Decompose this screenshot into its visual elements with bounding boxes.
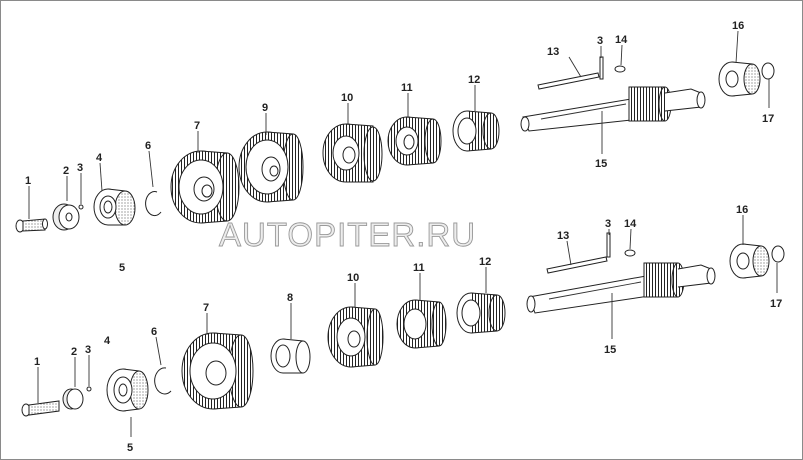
- lower-label-8: 8: [287, 292, 293, 304]
- lower-label-15: 15: [604, 344, 616, 356]
- lower-assembly: 1 2 3 4 5 6 7 8 10 11 12 13 3 14 15 16 1…: [21, 204, 785, 454]
- watermark-text: AUTOPITER.RU: [219, 216, 476, 253]
- lower-label-4: 4: [104, 335, 111, 347]
- upper-label-9: 9: [262, 102, 268, 114]
- upper-pin-3b-part: [599, 56, 604, 80]
- upper-gear-11-part: [387, 116, 442, 166]
- lower-washer-part: [62, 388, 84, 410]
- lower-gear-10-part: [327, 306, 384, 368]
- lower-gear-7-part: [181, 332, 254, 410]
- lower-label-10: 10: [347, 272, 359, 284]
- upper-label-7: 7: [194, 120, 200, 132]
- lower-bolt-part: [21, 400, 60, 417]
- lower-label-11: 11: [413, 262, 425, 274]
- upper-label-16: 16: [732, 20, 744, 32]
- lower-snap-ring-part: [154, 367, 172, 395]
- lower-bearing-16-part: [729, 243, 770, 279]
- lower-shaft-part: [526, 262, 716, 314]
- upper-shaft-part: [520, 86, 706, 132]
- lower-label-5: 5: [127, 442, 133, 454]
- lower-small-ring-part: [86, 386, 92, 392]
- upper-gear-9-part: [238, 131, 304, 203]
- lower-label-6: 6: [151, 326, 157, 338]
- lower-label-2: 2: [71, 346, 77, 358]
- upper-label-15: 15: [595, 158, 607, 170]
- lower-label-12: 12: [479, 256, 491, 268]
- upper-label-1: 1: [25, 175, 31, 187]
- upper-pin-13-part: [537, 72, 600, 90]
- lower-label-16: 16: [736, 204, 748, 216]
- lower-label-3b: 3: [605, 218, 611, 230]
- upper-label-2: 2: [63, 165, 69, 177]
- upper-label-3: 3: [77, 162, 83, 174]
- upper-gear-12-part: [452, 110, 500, 152]
- lower-ring-17-part: [771, 245, 785, 263]
- upper-assembly: 1 2 3 4 5 6 7 9 10 11 12 13 3 14 15 16 1…: [15, 20, 775, 274]
- upper-label-4: 4: [96, 152, 103, 164]
- lower-gear-12-part: [456, 292, 506, 334]
- upper-label-5: 5: [119, 262, 125, 274]
- lower-label-13: 13: [557, 230, 569, 242]
- upper-bolt-part: [15, 218, 48, 233]
- lower-spacer-part: [270, 338, 311, 374]
- upper-ring-17-part: [761, 62, 775, 80]
- upper-leader-lines: [28, 30, 770, 219]
- upper-label-12: 12: [468, 74, 480, 86]
- lower-label-14: 14: [624, 218, 637, 230]
- lower-label-7: 7: [203, 302, 209, 314]
- lower-bearing-part: [106, 368, 149, 412]
- upper-washer-part: [52, 203, 80, 231]
- upper-label-11: 11: [401, 82, 413, 94]
- upper-key-part: [614, 65, 626, 73]
- lower-key-part: [624, 249, 636, 257]
- lower-pin-3b-part: [606, 232, 611, 258]
- upper-label-17: 17: [762, 113, 774, 125]
- upper-label-14: 14: [615, 34, 628, 46]
- upper-label-13: 13: [547, 46, 559, 58]
- lower-label-17: 17: [770, 298, 782, 310]
- upper-bearing-part: [93, 188, 136, 226]
- lower-pin-13-part: [546, 256, 608, 274]
- upper-label-3b: 3: [597, 35, 603, 47]
- upper-snap-ring-part: [145, 191, 162, 217]
- upper-small-ring-part: [78, 204, 84, 210]
- lower-leader-lines: [37, 215, 778, 437]
- lower-gear-11-part: [396, 299, 447, 349]
- upper-bearing-16-part: [718, 61, 761, 97]
- upper-label-6: 6: [145, 140, 151, 152]
- upper-gear-7-part: [170, 150, 240, 224]
- lower-label-1: 1: [34, 356, 40, 368]
- upper-label-10: 10: [341, 92, 353, 104]
- upper-gear-10-part: [322, 123, 383, 183]
- lower-label-3: 3: [85, 344, 91, 356]
